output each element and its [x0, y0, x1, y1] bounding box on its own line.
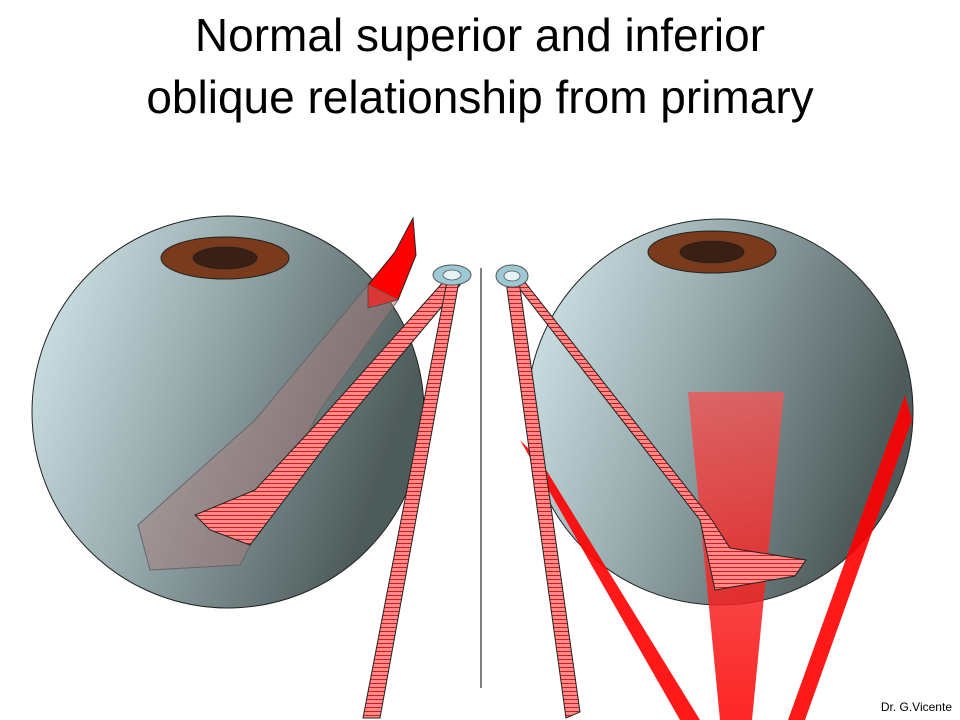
right-eye [506, 218, 914, 720]
left-pupil [192, 246, 258, 270]
right-muscle-strip-left [520, 440, 700, 720]
left-trochlea [432, 264, 472, 286]
author-credit: Dr. G.Vicente [880, 700, 952, 714]
right-trochlea [495, 264, 529, 288]
left-eye [31, 215, 461, 609]
left-inferior-oblique-band [137, 284, 399, 571]
right-superior-oblique-tendon [506, 273, 807, 591]
left-superior-oblique-tendon [194, 279, 461, 546]
left-superior-oblique-belly [367, 216, 417, 309]
page-title: Normal superior and inferior oblique rel… [0, 4, 960, 128]
right-pupil [679, 240, 745, 264]
title-line-2: oblique relationship from primary [146, 71, 814, 123]
right-muscle-strip-right [788, 395, 912, 720]
title-line-1: Normal superior and inferior [194, 9, 766, 61]
